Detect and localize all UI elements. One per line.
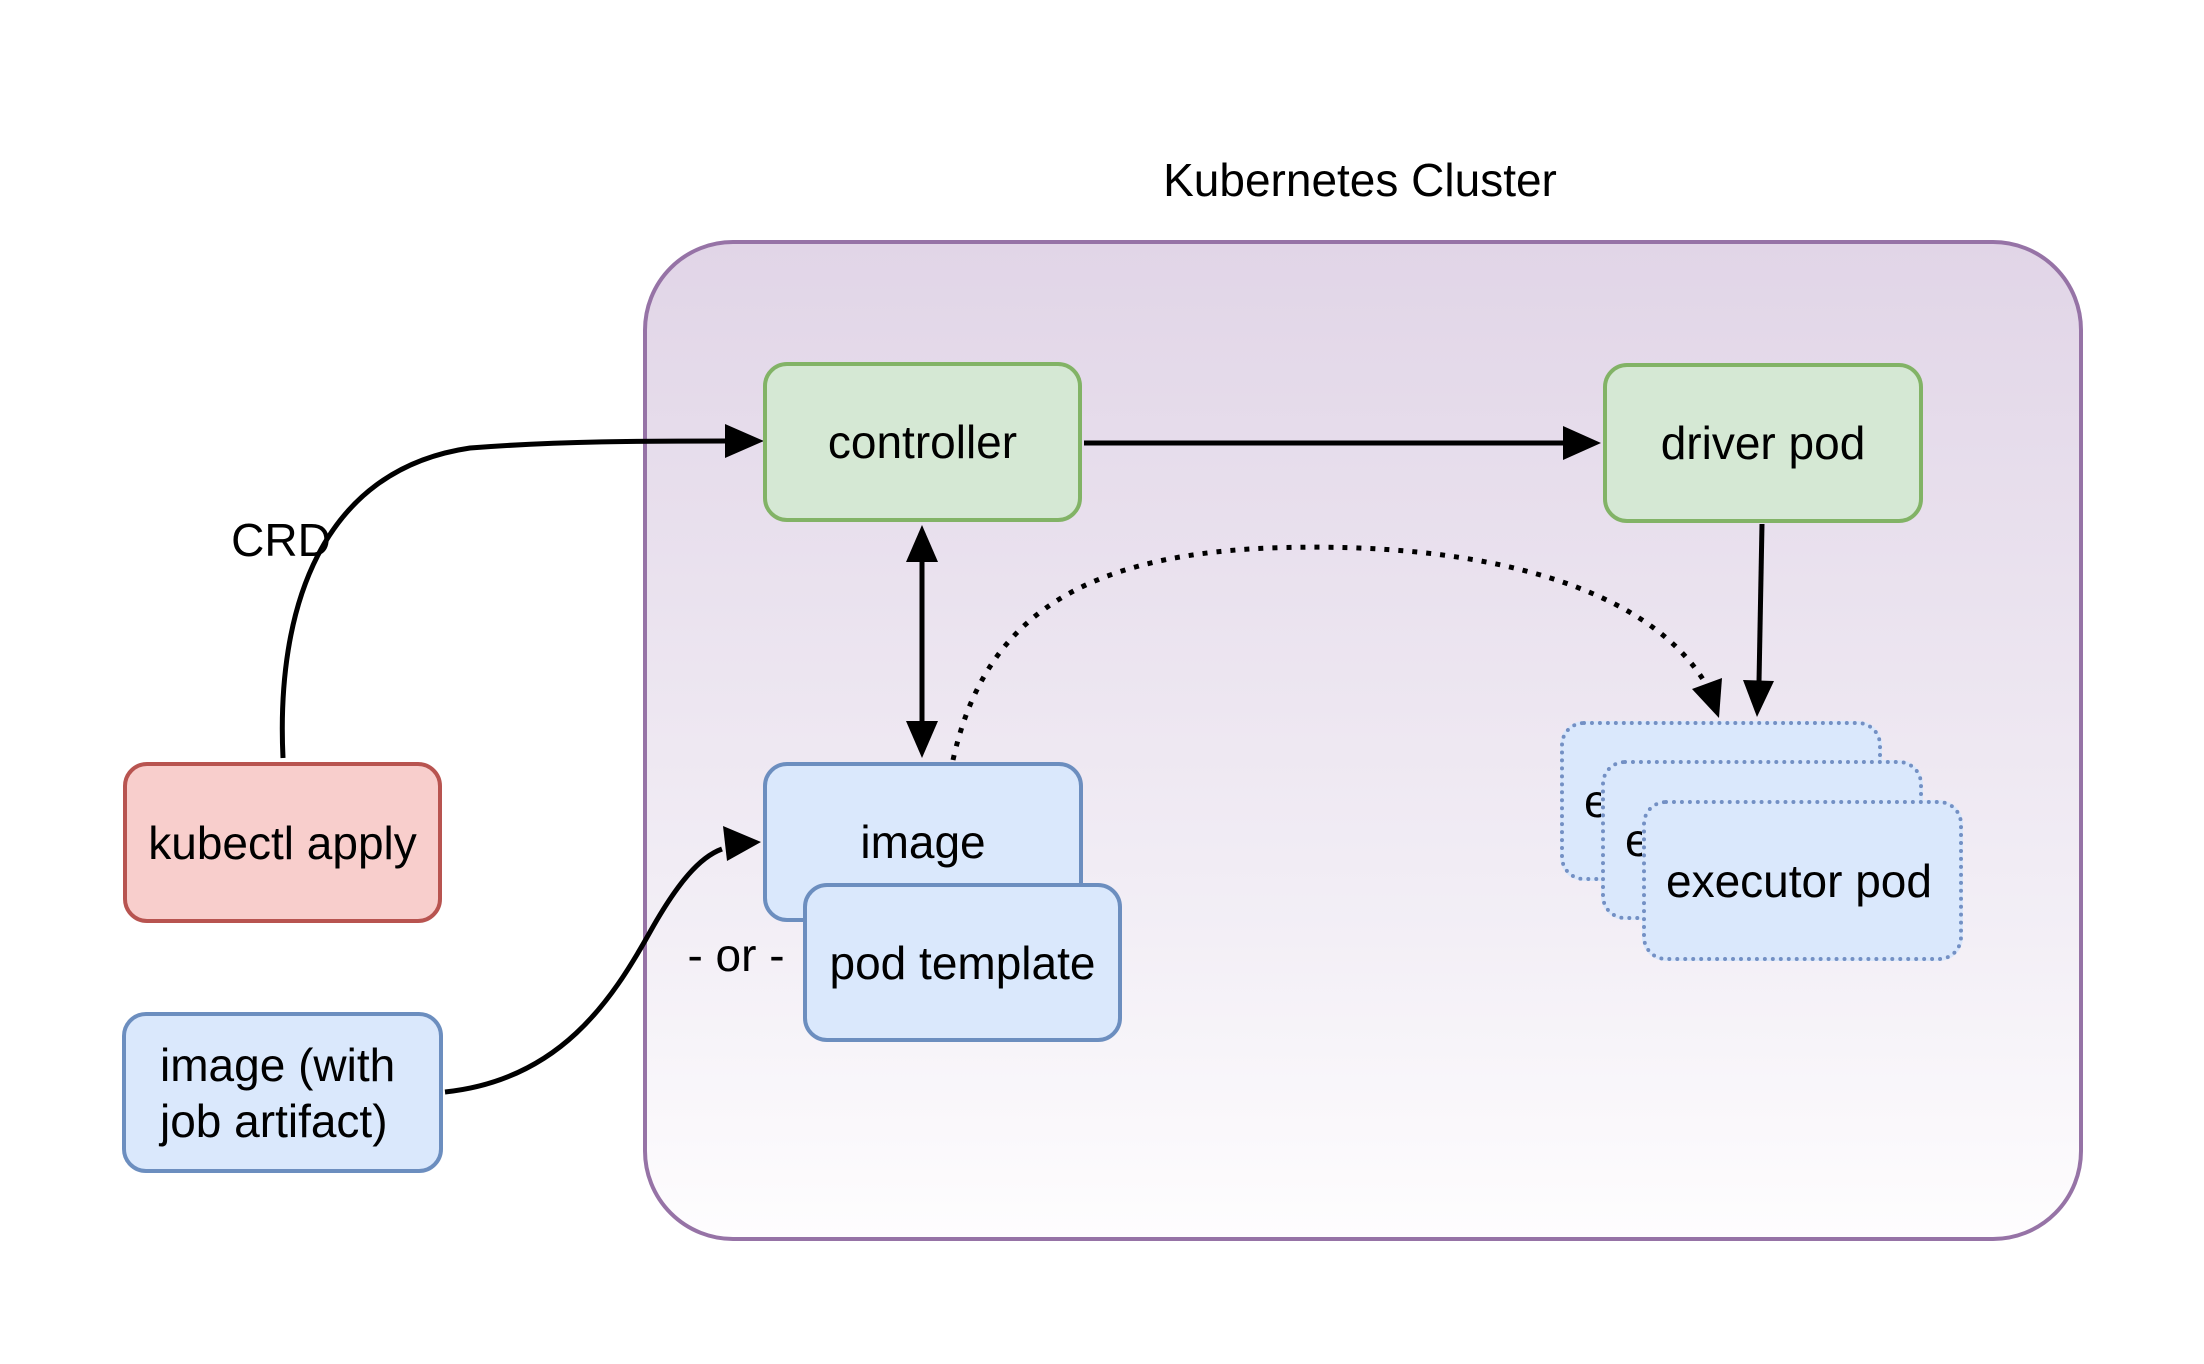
driver-pod-node: driver pod xyxy=(1603,363,1923,523)
controller-label: controller xyxy=(827,416,1018,468)
image-label: image xyxy=(860,816,986,868)
driver-pod-label: driver pod xyxy=(1660,417,1866,469)
cluster-title: Kubernetes Cluster xyxy=(1163,154,1557,206)
crd-edge-label: CRD xyxy=(231,514,331,566)
kubectl-apply-label: kubectl apply xyxy=(148,816,417,869)
pod-template-node: pod template xyxy=(803,883,1122,1042)
image-with-job-artifact-node: image (with job artifact) xyxy=(122,1012,443,1173)
kubectl-apply-node: kubectl apply xyxy=(123,762,442,923)
image-with-job-artifact-label-line2: job artifact) xyxy=(160,1094,388,1147)
controller-node: controller xyxy=(763,362,1082,522)
pod-template-label: pod template xyxy=(829,936,1096,989)
executor-pod-node-front: executor pod xyxy=(1642,800,1963,961)
executor-pod-label-front: executor pod xyxy=(1666,854,1932,907)
image-with-job-artifact-label-line1: image (with xyxy=(160,1038,396,1091)
